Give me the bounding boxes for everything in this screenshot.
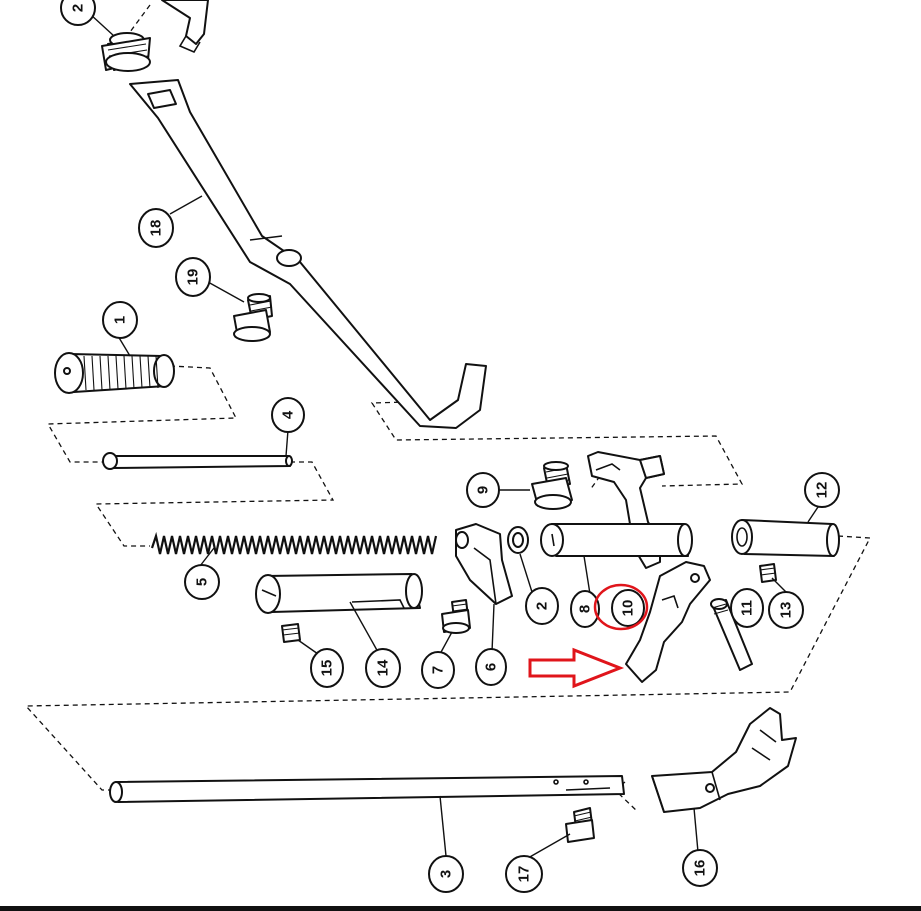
callout-number: 4 xyxy=(280,410,297,419)
callout-bubble xyxy=(60,0,96,26)
callout-c4: 4 xyxy=(271,397,305,433)
callout-number: 18 xyxy=(148,220,165,237)
part-1-knurled-knob xyxy=(54,352,175,394)
callout-c11: 11 xyxy=(730,588,764,628)
callout-bubble xyxy=(310,648,344,688)
callout-number: 5 xyxy=(194,578,211,586)
callout-number: 2 xyxy=(534,602,551,610)
callout-number: 2 xyxy=(70,4,87,12)
callout-bubble xyxy=(102,301,138,339)
highlight-annotation xyxy=(528,583,649,689)
callout-number: 16 xyxy=(692,860,709,877)
part-8-sleeve xyxy=(540,523,693,557)
part-6-block xyxy=(455,523,513,605)
top-bracket-fragment xyxy=(161,0,209,54)
callout-number: 1 xyxy=(112,316,129,324)
callout-bubble xyxy=(682,849,718,887)
callout-c13: 13 xyxy=(768,591,804,629)
callout-c14: 14 xyxy=(365,648,401,688)
part-13-set-screw xyxy=(759,563,777,583)
callout-c16: 16 xyxy=(682,849,718,887)
callout-number: 8 xyxy=(577,605,594,613)
callout-bubble xyxy=(475,648,507,686)
callout-c10: 10 xyxy=(611,589,645,627)
callout-c19: 19 xyxy=(175,257,211,297)
callout-number: 7 xyxy=(430,666,447,674)
callout-number: 6 xyxy=(483,663,500,671)
callout-number: 14 xyxy=(375,659,392,676)
part-3-shaft xyxy=(109,775,625,803)
part-9-screw xyxy=(531,461,573,510)
part-2-washer xyxy=(507,526,529,554)
red-arrow-icon xyxy=(528,647,625,689)
callout-bubble xyxy=(466,472,500,508)
callout-bubble xyxy=(611,589,645,627)
callout-c7: 7 xyxy=(421,651,455,689)
callout-bubble xyxy=(730,588,764,628)
callout-c8: 8 xyxy=(570,590,600,628)
part-10-highlight-circle xyxy=(593,583,649,631)
callout-bubble xyxy=(804,472,840,508)
callout-number: 10 xyxy=(620,600,637,617)
callout-bubble xyxy=(768,591,804,629)
callout-c6: 6 xyxy=(475,648,507,686)
callout-c5: 5 xyxy=(184,564,220,600)
callout-number: 11 xyxy=(739,600,756,616)
callout-bubble xyxy=(525,587,559,625)
callout-bubble xyxy=(570,590,600,628)
callout-bubble xyxy=(271,397,305,433)
part-14-tube xyxy=(255,573,423,614)
callout-number: 13 xyxy=(778,602,795,619)
callout-bubble xyxy=(421,651,455,689)
callout-c2-top: 2 xyxy=(60,0,96,26)
part-19-screw xyxy=(233,293,273,342)
callout-bubble xyxy=(184,564,220,600)
part-16-bracket xyxy=(651,707,797,813)
part-5-coil-spring xyxy=(150,531,438,555)
callout-c9: 9 xyxy=(466,472,500,508)
callout-c3: 3 xyxy=(428,855,464,893)
callout-number: 12 xyxy=(814,482,831,499)
callout-c1: 1 xyxy=(102,301,138,339)
callout-bubble xyxy=(428,855,464,893)
callout-c12: 12 xyxy=(804,472,840,508)
callout-bubble xyxy=(505,855,543,893)
part-10-lever xyxy=(625,561,711,683)
part-7-screw xyxy=(441,599,471,634)
callout-bubble xyxy=(138,208,174,248)
part-2-top-screw xyxy=(101,32,151,72)
callout-number: 19 xyxy=(185,269,202,286)
part-4-pin xyxy=(102,452,293,470)
part-12-sleeve xyxy=(731,519,840,557)
callout-number: 9 xyxy=(475,486,492,494)
part-11-pin xyxy=(710,598,753,671)
bottom-border xyxy=(0,906,921,911)
part-17-screw xyxy=(565,807,595,843)
callout-bubble xyxy=(365,648,401,688)
callout-c18: 18 xyxy=(138,208,174,248)
callout-bubble xyxy=(175,257,211,297)
callout-number: 3 xyxy=(438,870,455,878)
callout-c17: 17 xyxy=(505,855,543,893)
callout-number: 15 xyxy=(319,660,336,677)
part-18-lever-arm xyxy=(129,79,487,429)
part-15-set-screw xyxy=(281,623,301,643)
callout-c2: 2 xyxy=(525,587,559,625)
callout-c15: 15 xyxy=(310,648,344,688)
callout-number: 17 xyxy=(516,866,533,883)
